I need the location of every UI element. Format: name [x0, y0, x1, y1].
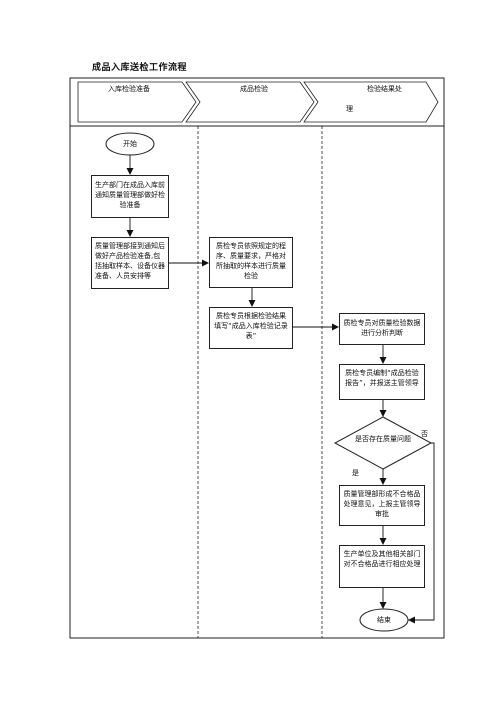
arrow-decision-no — [408, 442, 435, 624]
end-label: 结束 — [377, 616, 391, 624]
edge-label-no: 否 — [421, 430, 428, 438]
lane-label-inspect: 成品检验 — [240, 85, 268, 93]
box-unit-handle: 生产单位及其他相关部门对不合格品进行相应处理 — [339, 545, 425, 588]
lane-header-chevron-2 — [185, 81, 315, 123]
page-title: 成品入库送检工作流程 — [92, 63, 188, 73]
box-inspector-check: 质检专员依照规定的程序、质量要求，严格对所抽取的样本进行质量检验 — [209, 237, 293, 288]
edge-label-yes: 是 — [352, 469, 359, 477]
box-fill-record: 质检专员根据检验结果填写“成品入库检验记录表” — [209, 307, 293, 349]
lane-header-chevron-1 — [77, 81, 197, 123]
box-qm-prepare: 质量管理部接到通知后做好产品检验准备,包括抽取样本、设备仪器准备、人员安排等 — [91, 237, 169, 289]
outer-frame — [69, 77, 445, 639]
box-analyze: 质检专员对质量检验数据进行分析判断 — [339, 313, 425, 345]
decision-label: 是否存在质量问题 — [355, 435, 411, 443]
box-production-notify: 生产部门在成品入库前通知质量管理部做好检验准备 — [91, 175, 169, 218]
lane-label-result-wrap: 理 — [346, 105, 353, 113]
box-handle-opinion: 质量管理部形成不合格品处理意见，上报主管领导审批 — [339, 485, 425, 526]
lane-label-result: 检验结果处 — [367, 85, 402, 93]
start-label: 开始 — [123, 140, 137, 148]
lane-header-chevron-3 — [303, 81, 439, 123]
lane-label-prepare: 入库检验准备 — [108, 85, 150, 93]
box-report: 质检专员编制“成品检验报告”，并报送主管领导 — [339, 364, 425, 400]
